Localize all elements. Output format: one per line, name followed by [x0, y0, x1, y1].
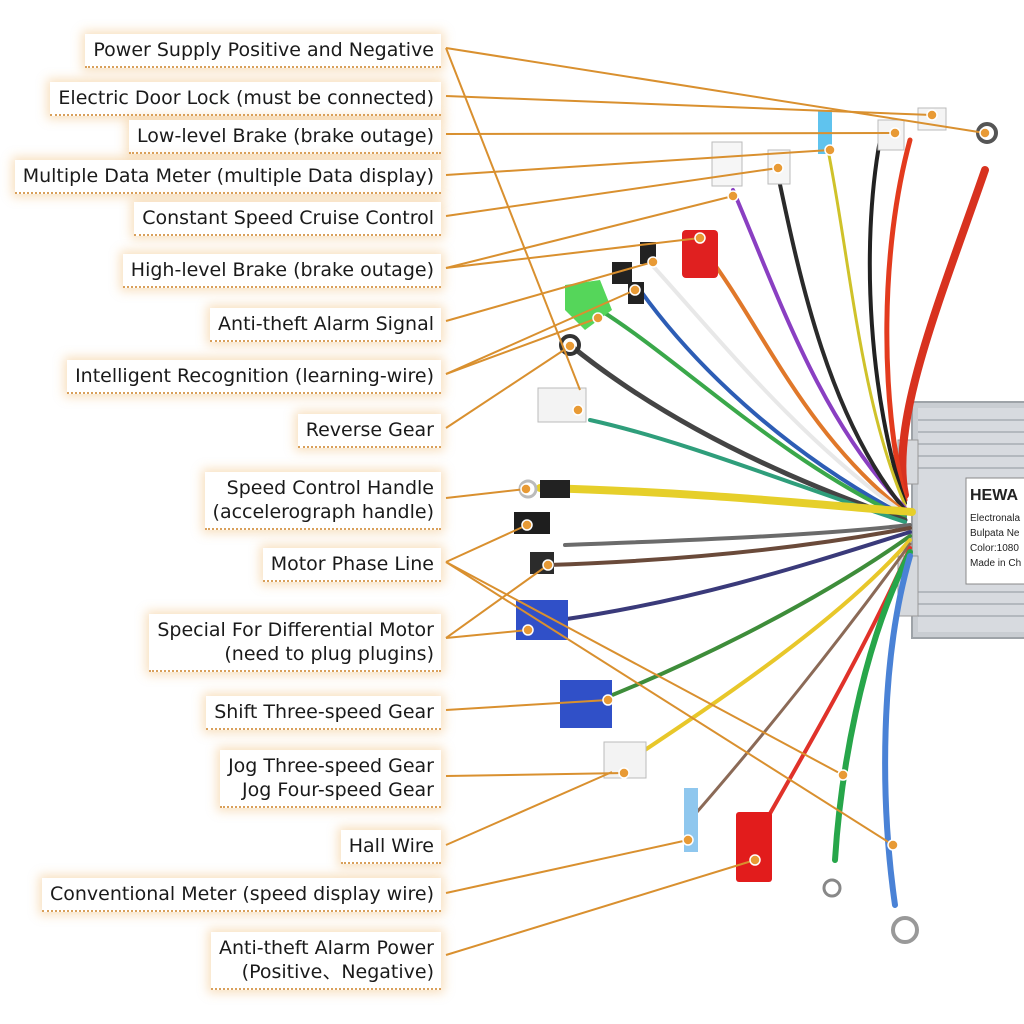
label-text: Jog Four-speed Gear	[241, 779, 434, 801]
wire-green-shift	[598, 534, 912, 702]
label-motor-phase: Motor Phase Line	[262, 548, 441, 582]
wire-brown-meter	[688, 542, 912, 822]
connector-ring-blue	[891, 916, 919, 944]
label-text: Anti-theft Alarm Signal	[218, 313, 434, 335]
wire-green	[598, 308, 907, 520]
label-text: Anti-theft Alarm Power	[218, 937, 434, 959]
label-text: (accelerograph handle)	[212, 501, 434, 523]
connector-blue-lowbrake	[818, 110, 832, 154]
label-text: Motor Phase Line	[270, 553, 434, 575]
wire-bundle	[536, 137, 989, 908]
controller-unit: HEWA Electronala Bulpata Ne Color:1080 M…	[897, 401, 1024, 639]
wire-red-thick	[898, 166, 989, 499]
connector-blue-shift	[560, 680, 612, 728]
wire-blue	[638, 288, 907, 518]
label-text: Jog Three-speed Gear	[228, 755, 434, 777]
label-jog: Jog Three-speed Gear Jog Four-speed Gear	[220, 750, 441, 808]
label-throttle: Speed Control Handle (accelerograph hand…	[204, 472, 441, 530]
connector-white-cruise	[711, 141, 743, 187]
wire-yellow-throttle	[536, 484, 916, 516]
label-data-meter: Multiple Data Meter (multiple Data displ…	[14, 160, 441, 194]
label-text: Power Supply Positive and Negative	[93, 39, 434, 61]
label-power-supply: Power Supply Positive and Negative	[85, 34, 441, 68]
label-differential: Special For Differential Motor (need to …	[149, 614, 441, 672]
label-conv-meter: Conventional Meter (speed display wire)	[41, 878, 441, 912]
label-text: Low-level Brake (brake outage)	[137, 125, 434, 147]
wire-black-2	[776, 173, 907, 512]
label-cruise: Constant Speed Cruise Control	[134, 202, 441, 236]
leader-lines	[445, 47, 986, 956]
label-text: High-level Brake (brake outage)	[130, 259, 434, 281]
connector-black-alarm-1	[612, 262, 632, 284]
label-text: Multiple Data Meter (multiple Data displ…	[22, 165, 434, 187]
connector-red-alarm-power	[736, 812, 772, 882]
label-text: Hall Wire	[348, 835, 434, 857]
wire-multi-hall	[628, 538, 912, 762]
label-learning-wire: Intelligent Recognition (learning-wire)	[67, 360, 441, 394]
label-text: Intelligent Recognition (learning-wire)	[75, 365, 434, 387]
label-text: Shift Three-speed Gear	[214, 701, 434, 723]
label-text: Special For Differential Motor	[157, 619, 434, 641]
label-text: Constant Speed Cruise Control	[142, 207, 434, 229]
wire-black	[867, 138, 907, 505]
connector-ring-power	[976, 122, 998, 144]
wire-orange	[698, 243, 907, 514]
controller-line-1: Electronala	[970, 513, 1020, 524]
label-text: (Positive、Negative)	[241, 961, 434, 983]
label-text: Electric Door Lock (must be connected)	[58, 87, 434, 109]
wire-purple	[731, 188, 907, 510]
label-hall: Hall Wire	[340, 830, 441, 864]
controller-line-3: Color:1080	[970, 543, 1019, 554]
label-text: Reverse Gear	[305, 419, 434, 441]
connector-ring-learning	[559, 334, 581, 356]
label-door-lock: Electric Door Lock (must be connected)	[50, 82, 441, 116]
label-high-brake: High-level Brake (brake outage)	[122, 254, 441, 288]
label-alarm-power: Anti-theft Alarm Power (Positive、Negativ…	[210, 932, 441, 990]
connector-ring-green	[822, 878, 842, 898]
wire-yellow-thin	[826, 148, 907, 507]
wire-gray	[563, 523, 912, 547]
controller-line-2: Bulpata Ne	[970, 528, 1020, 539]
wire-darkgray	[567, 342, 908, 523]
label-reverse: Reverse Gear	[297, 414, 441, 448]
controller-brand: HEWA	[970, 487, 1018, 504]
label-text: Speed Control Handle	[226, 477, 434, 499]
wire-red	[884, 137, 913, 503]
wire-green-phase	[832, 549, 913, 863]
label-shift-three: Shift Three-speed Gear	[206, 696, 441, 730]
wire-white	[650, 263, 907, 516]
label-low-brake: Low-level Brake (brake outage)	[129, 120, 441, 154]
connector-throttle-plug	[540, 480, 570, 498]
target-dots	[520, 109, 991, 866]
wire-blue-phase	[882, 553, 913, 908]
connector-red-brake	[682, 230, 718, 278]
label-alarm-signal: Anti-theft Alarm Signal	[210, 308, 441, 342]
label-text: (need to plug plugins)	[224, 643, 434, 665]
wire-brown	[546, 526, 912, 567]
controller-line-4: Made in Ch	[970, 558, 1021, 569]
label-text: Conventional Meter (speed display wire)	[49, 883, 434, 905]
wire-blue-diff	[558, 530, 912, 622]
